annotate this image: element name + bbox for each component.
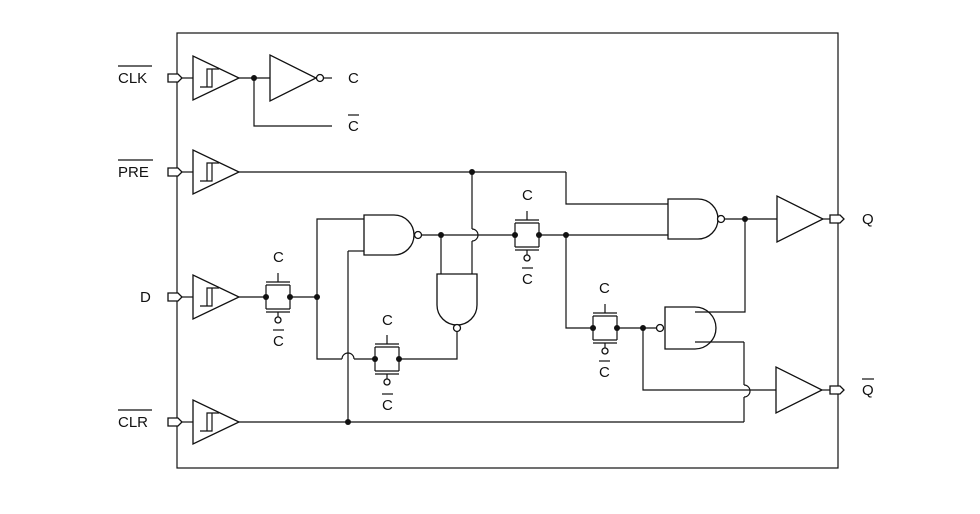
transmission-gate-slave-feedback: [592, 303, 618, 355]
clr-schmitt-buffer: [192, 399, 240, 445]
tg-sfb-cbar-label: C: [599, 364, 610, 381]
master-nand-gate-2: [436, 273, 478, 326]
qbar-output-buffer: [775, 365, 824, 415]
pre-pin: [167, 167, 183, 177]
pre-schmitt-buffer: [192, 149, 240, 195]
clk-schmitt-buffer: [192, 55, 240, 101]
q-label: Q: [862, 211, 874, 228]
clk-pin: [167, 73, 183, 83]
tg-sfb-c-label: C: [599, 280, 610, 297]
clock-inverter: [269, 53, 318, 103]
tg-slave-cbar-label: C: [522, 271, 533, 288]
transmission-gate-slave: [514, 210, 540, 262]
d-label: D: [140, 289, 151, 306]
slave-nand-gate-qbar: [664, 306, 717, 350]
transmission-gate-d: [265, 272, 291, 324]
cbar-output-label: C: [348, 118, 359, 135]
tg-d-c-label: C: [273, 249, 284, 266]
tg-mfb-c-label: C: [382, 312, 393, 329]
clr-label: CLR: [118, 414, 148, 431]
slave-nand-gate-q: [667, 198, 719, 240]
d-pin: [167, 292, 183, 302]
q-pin: [829, 214, 845, 224]
qbar-pin: [829, 385, 845, 395]
device-frame: [176, 32, 839, 469]
pre-label: PRE: [118, 164, 149, 181]
clr-pin: [167, 417, 183, 427]
master-nand-gate-1: [363, 214, 415, 256]
tg-slave-c-label: C: [522, 187, 533, 204]
clk-label: CLK: [118, 70, 147, 87]
c-output-label: C: [348, 70, 359, 87]
q-output-buffer: [776, 194, 825, 244]
qbar-label: Q: [862, 382, 874, 399]
tg-mfb-cbar-label: C: [382, 397, 393, 414]
tg-d-cbar-label: C: [273, 333, 284, 350]
transmission-gate-master-feedback: [374, 334, 400, 386]
d-schmitt-buffer: [192, 274, 240, 320]
